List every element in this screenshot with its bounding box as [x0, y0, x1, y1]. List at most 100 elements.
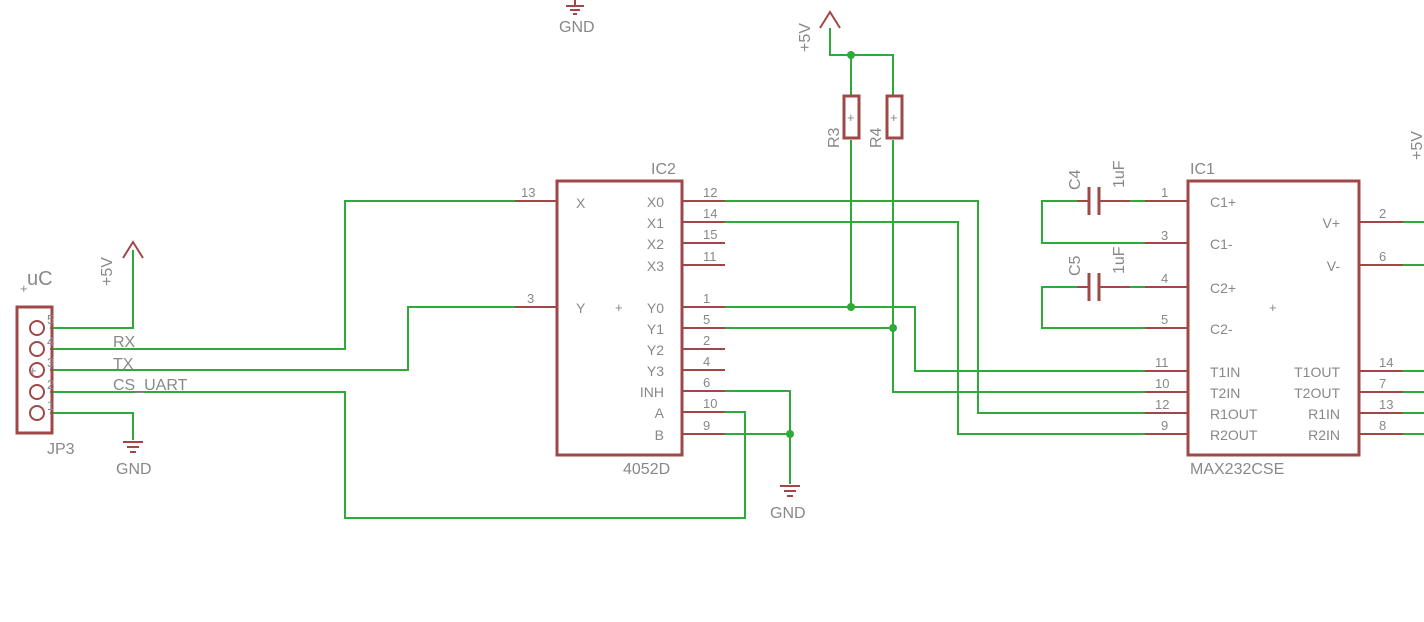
ic1-pin-label-c1minus: C1-: [1210, 236, 1233, 252]
ic1-pin-num-4: 4: [1161, 271, 1168, 286]
capacitor-c4: C4 1uF: [1067, 160, 1130, 215]
ic1-pin-num-2: 2: [1379, 206, 1386, 221]
vcc-symbol-jp3: +5V: [99, 240, 144, 286]
jp3-connector: 5 4 3 2 1 uC + + JP3 RX TX CS_UART: [15, 268, 188, 458]
ic2-pin-num-5: 5: [703, 312, 710, 327]
net-label-cs-uart: CS_UART: [113, 377, 188, 394]
ic2-pin-num-4: 4: [703, 354, 710, 369]
c4-name: C4: [1067, 169, 1084, 190]
jp3-title: uC: [27, 268, 53, 290]
ic2-pin-label-y0: Y0: [647, 300, 664, 316]
r4-mark: +: [890, 110, 898, 125]
ic2-4052d: 13 3 X Y 12 14 15 11 1 5 2 4 6 10 9 X0: [515, 161, 725, 478]
vcc-label-jp3: +5V: [99, 257, 116, 286]
ic2-pin-num-13: 13: [521, 185, 535, 200]
ic1-pin-num-7: 7: [1379, 376, 1386, 391]
ic2-pin-label-y3: Y3: [647, 363, 664, 379]
gnd-symbol-jp3: GND: [116, 441, 152, 478]
ic2-pin-num-6: 6: [703, 375, 710, 390]
ic2-pin-label-a: A: [655, 405, 665, 421]
ic1-right-pin-lines: [1359, 221, 1403, 435]
ic1-pin-label-r1in: R1IN: [1308, 406, 1340, 422]
jp3-pin-num-4: 4: [47, 334, 54, 349]
gnd-label-jp3: GND: [116, 461, 152, 478]
ic2-pin-num-11: 11: [703, 249, 717, 264]
wire-inh-gnd: [725, 390, 791, 484]
wire-c5-c2minus: [1041, 286, 1145, 329]
ic1-max232cse: 1 3 4 5 11 10 12 9 C1+ C1- C2+ C2- T1IN …: [1145, 161, 1403, 478]
junction-y0: [847, 303, 855, 311]
ic2-pin-label-x2: X2: [647, 236, 664, 252]
wire-y0-t1in: [725, 306, 1145, 372]
ic1-pin-num-1: 1: [1161, 185, 1168, 200]
ic1-pin-label-r1out: R1OUT: [1210, 406, 1258, 422]
junctions: [786, 51, 897, 438]
wire-r4-t2in: [892, 140, 1145, 393]
ic2-pin-label-inh: INH: [640, 384, 664, 400]
ic2-center-mark: +: [615, 300, 623, 315]
ic1-pin-label-t2out: T2OUT: [1294, 385, 1340, 401]
ic2-pin-label-x1: X1: [647, 215, 664, 231]
wire-jp3-gnd: [50, 412, 134, 440]
ic2-pin-label-y: Y: [576, 300, 586, 316]
ic2-pin-label-x0: X0: [647, 194, 664, 210]
junction-gnd: [786, 430, 794, 438]
ic2-name: IC2: [651, 161, 676, 178]
ic2-pin-num-9: 9: [703, 418, 710, 433]
ic2-pin-num-3: 3: [527, 291, 534, 306]
vcc-symbol-top: +5V: [797, 10, 841, 52]
ic1-pin-label-vplus: V+: [1322, 215, 1340, 231]
resistor-r4: + R4: [868, 94, 904, 148]
junction-y1: [889, 324, 897, 332]
ic1-pin-num-8: 8: [1379, 418, 1386, 433]
ic1-pin-num-3: 3: [1161, 228, 1168, 243]
ic1-pin-label-c2minus: C2-: [1210, 321, 1233, 337]
wire-c4-c1minus: [1041, 200, 1145, 244]
jp3-origin-mark: +: [20, 281, 28, 296]
jp3-pin-3: [29, 362, 45, 378]
r3-mark: +: [847, 110, 855, 125]
ic2-pin-num-15: 15: [703, 227, 717, 242]
c5-value: 1uF: [1111, 246, 1128, 274]
ic2-pin-label-y2: Y2: [647, 342, 664, 358]
ic1-name: IC1: [1190, 161, 1215, 178]
wire-tx-y: [50, 306, 515, 371]
ic1-pin-label-c2plus: C2+: [1210, 280, 1236, 296]
ic2-pin-num-10: 10: [703, 396, 717, 411]
ic1-value: MAX232CSE: [1190, 461, 1284, 478]
net-label-tx: TX: [113, 356, 134, 373]
ic1-pin-num-13: 13: [1379, 397, 1393, 412]
ic1-pin-label-r2out: R2OUT: [1210, 427, 1258, 443]
ic1-pin-label-t1in: T1IN: [1210, 364, 1240, 380]
ic2-pin-label-x3: X3: [647, 258, 664, 274]
ic1-pin-num-5: 5: [1161, 312, 1168, 327]
ic2-value: 4052D: [623, 461, 670, 478]
wire-rx-x: [50, 200, 515, 350]
ic2-pin-num-1: 1: [703, 291, 710, 306]
ic1-pin-num-11: 11: [1155, 355, 1169, 370]
wire-x1-r2out: [725, 221, 1145, 435]
jp3-pin-5: [29, 320, 45, 336]
r4-name: R4: [868, 127, 885, 148]
wire-x0-r1out: [725, 200, 1145, 414]
gnd-symbol-ic2: GND: [770, 485, 806, 522]
ic1-pin-num-14: 14: [1379, 355, 1393, 370]
ic1-pin-label-t1out: T1OUT: [1294, 364, 1340, 380]
ic1-pin-label-c1plus: C1+: [1210, 194, 1236, 210]
jp3-pin-4: [29, 341, 45, 357]
jp3-center-mark: +: [29, 363, 37, 378]
ic1-pin-label-vminus: V-: [1327, 258, 1341, 274]
gnd-label-top: GND: [559, 19, 595, 36]
junction-vcc: [847, 51, 855, 59]
ic1-center-mark: +: [1269, 300, 1277, 315]
ic2-pin-label-x: X: [576, 195, 586, 211]
jp3-pin-num-1: 1: [47, 398, 54, 413]
ic2-right-pin-lines: [682, 200, 725, 435]
ic2-pin-num-12: 12: [703, 185, 717, 200]
c5-name: C5: [1067, 255, 1084, 276]
ic1-pin-label-r2in: R2IN: [1308, 427, 1340, 443]
net-label-rx: RX: [113, 334, 136, 351]
capacitor-c5: C5 1uF: [1067, 246, 1130, 301]
jp3-pin-num-2: 2: [47, 377, 54, 392]
wire-vcc-resistors: [829, 28, 894, 95]
